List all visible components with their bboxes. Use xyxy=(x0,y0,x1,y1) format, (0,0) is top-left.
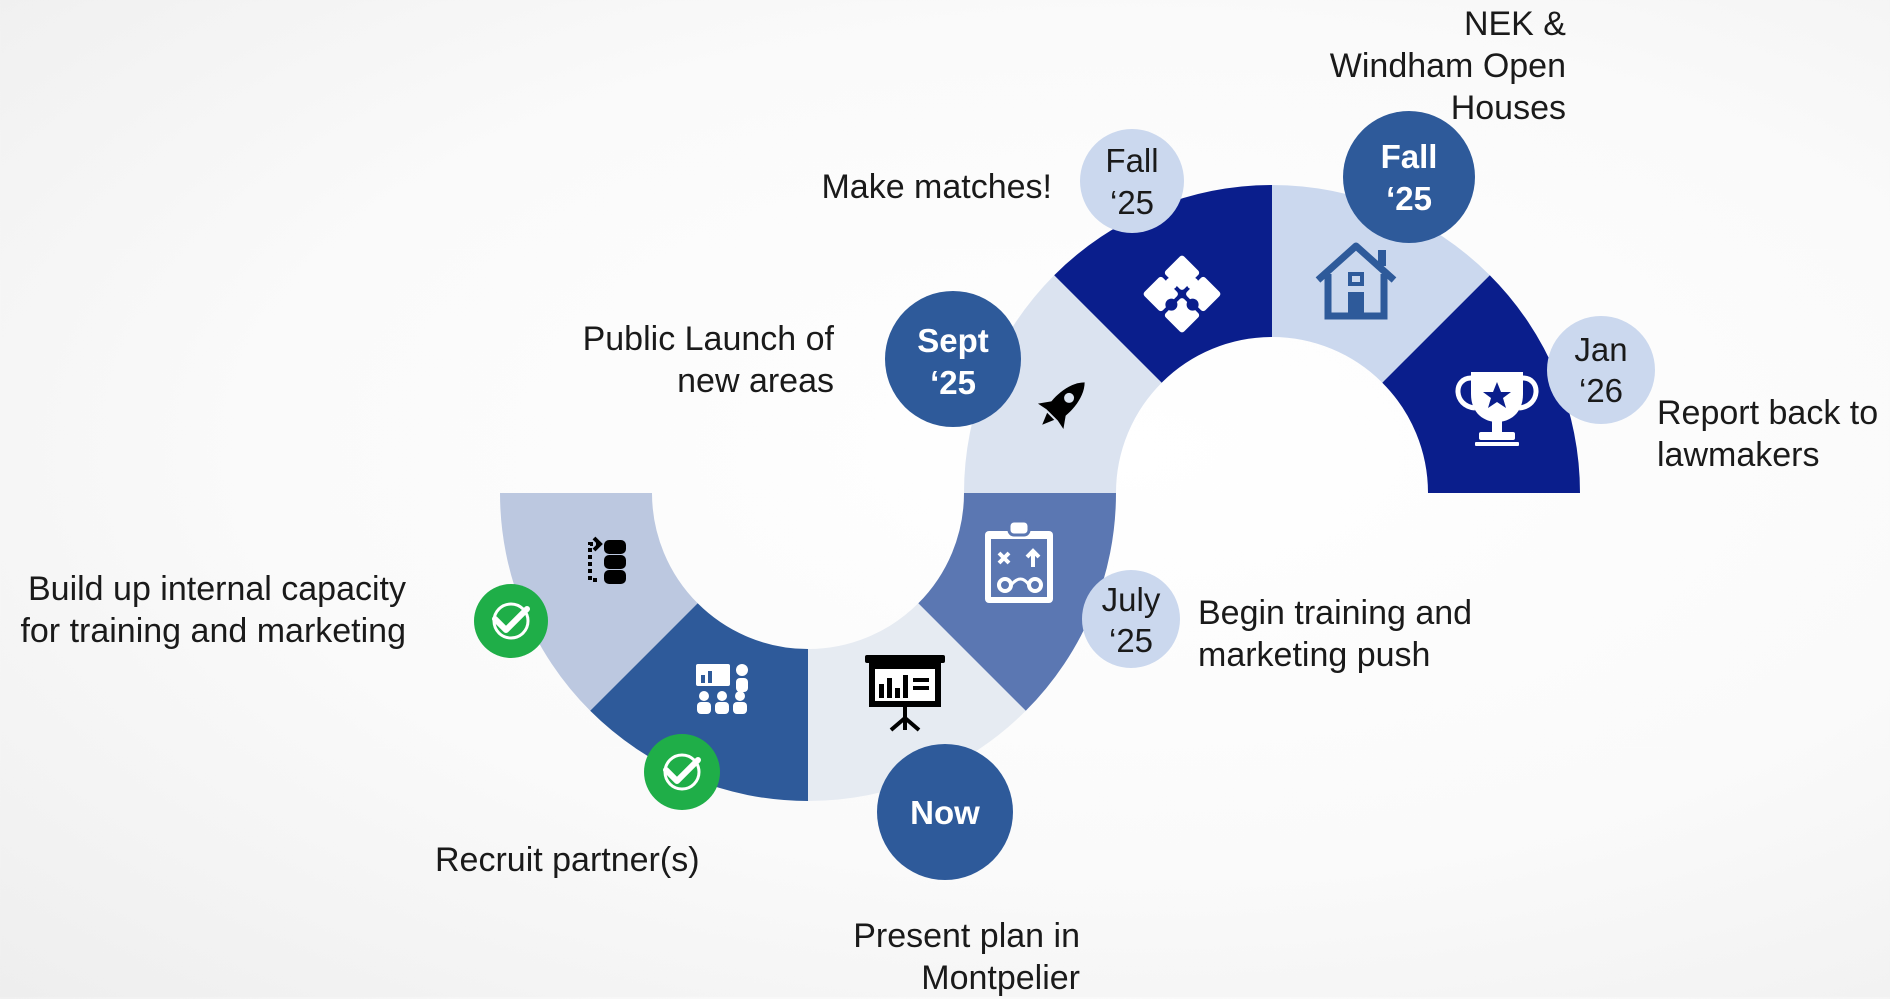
check-badge-recruit-partners xyxy=(644,734,720,810)
house-icon xyxy=(1315,242,1397,320)
date-badge-make-matches: Fall ‘25 xyxy=(1080,129,1184,233)
upper-arc xyxy=(964,185,1580,493)
date-badge-circle xyxy=(1082,570,1180,668)
date-badge-report-back: Jan ‘26 xyxy=(1547,316,1655,424)
label-line: Present plan in xyxy=(853,917,1080,955)
label-line: new areas xyxy=(677,362,834,400)
label-line: marketing push xyxy=(1198,636,1431,674)
puzzle-icon xyxy=(1143,255,1221,333)
workflow-icon xyxy=(588,536,626,584)
label-report-back: Report back to lawmakers xyxy=(1657,392,1878,476)
date-line: Fall xyxy=(1381,138,1438,175)
presentation-audience-icon xyxy=(696,664,748,714)
trophy-icon xyxy=(1455,372,1539,446)
date-badge-circle xyxy=(885,291,1021,427)
date-line: Sept xyxy=(917,322,989,359)
label-make-matches: Make matches! xyxy=(821,166,1052,208)
label-public-launch: Public Launch of new areas xyxy=(583,318,834,402)
date-badge-begin-training: July ‘25 xyxy=(1082,570,1180,668)
segment-recruit-partners xyxy=(590,603,808,801)
label-begin-training: Begin training and marketing push xyxy=(1198,592,1472,676)
rocket-icon xyxy=(1037,382,1085,430)
date-line: Now xyxy=(910,794,980,831)
label-line: for training and marketing xyxy=(20,612,406,650)
label-line: Recruit partner(s) xyxy=(435,841,700,879)
date-badge-circle xyxy=(1080,129,1184,233)
date-badge-circle xyxy=(1343,111,1475,243)
checkmark-icon xyxy=(492,606,530,633)
date-line: Jan xyxy=(1574,331,1627,368)
date-badge-open-houses: Fall ‘25 xyxy=(1343,111,1475,243)
date-badge-public-launch: Sept ‘25 xyxy=(885,291,1021,427)
label-line: Windham Open xyxy=(1329,47,1566,85)
label-build-capacity: Build up internal capacity for training … xyxy=(20,568,406,652)
date-badge-present-plan: Now xyxy=(877,744,1013,880)
label-line: Begin training and xyxy=(1198,594,1473,632)
label-line: lawmakers xyxy=(1657,436,1820,474)
date-line: ‘26 xyxy=(1579,372,1623,409)
date-line: ‘25 xyxy=(1386,180,1432,217)
label-line: Montpelier xyxy=(921,959,1080,997)
label-line: Build up internal capacity xyxy=(27,570,406,608)
date-line: ‘25 xyxy=(1109,622,1153,659)
date-line: July xyxy=(1102,581,1161,618)
label-line: Make matches! xyxy=(821,168,1052,206)
date-badge-circle xyxy=(877,744,1013,880)
label-line: Public Launch of xyxy=(582,320,834,358)
label-open-houses: NEK & Windham Open Houses xyxy=(1330,3,1566,129)
label-recruit-partners: Recruit partner(s) xyxy=(435,839,700,881)
date-badge-circle xyxy=(1547,316,1655,424)
strategy-clipboard-icon xyxy=(985,519,1053,603)
date-line: ‘25 xyxy=(1110,184,1154,221)
check-badge-build-capacity xyxy=(474,584,548,658)
label-line: Report back to xyxy=(1657,394,1879,432)
date-line: Fall xyxy=(1105,142,1158,179)
checkmark-icon xyxy=(663,757,701,784)
segment-build-capacity xyxy=(499,493,698,711)
easel-chart-icon xyxy=(865,655,945,732)
date-line: ‘25 xyxy=(930,364,976,401)
label-line: Houses xyxy=(1450,89,1566,127)
label-present-plan: Present plan in Montpelier xyxy=(853,915,1080,999)
label-line: NEK & xyxy=(1463,5,1566,43)
